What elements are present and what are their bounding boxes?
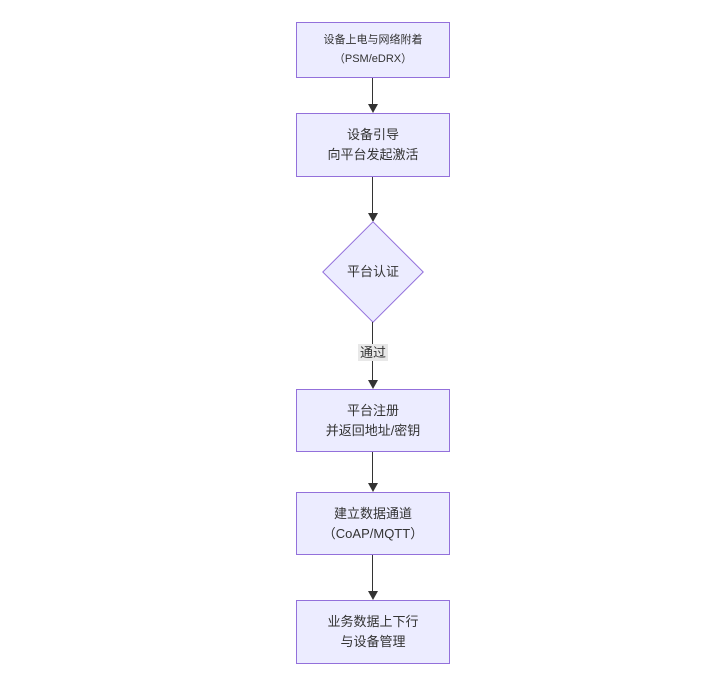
node-text-line: 平台注册 [346,402,399,418]
flow-node-register: 平台注册 并返回地址/密钥 [296,389,450,452]
node-text-line: 建立数据通道 [333,505,412,521]
node-text-line: 向平台发起激活 [327,147,419,162]
edge-label-pass: 通过 [357,344,388,361]
arrowhead-icon [368,483,378,492]
node-text-line: 并返回地址/密钥 [325,422,421,438]
edge-line-2 [372,177,373,214]
node-text-line: （PSM/eDRX） [333,53,413,65]
edge-line-4 [372,452,373,484]
arrowhead-icon [368,380,378,389]
node-text-line: 与设备管理 [340,634,406,649]
node-text-line: 设备上电与网络附着 [323,34,423,46]
arrowhead-icon [368,591,378,600]
node-text-line: （CoAP/MQTT） [322,525,424,541]
flow-node-data-channel: 建立数据通道 （CoAP/MQTT） [296,492,450,555]
node-text-line: 业务数据上下行 [327,614,419,629]
flow-node-bootstrap: 设备引导 向平台发起激活 [296,113,450,177]
edge-line-1 [372,78,373,105]
arrowhead-icon [368,104,378,113]
flow-node-business-data: 业务数据上下行 与设备管理 [296,600,450,664]
flow-node-power-on: 设备上电与网络附着 （PSM/eDRX） [296,22,450,78]
node-text-line: 平台认证 [346,264,399,279]
edge-line-5 [372,555,373,592]
arrowhead-icon [368,213,378,222]
node-text-line: 设备引导 [346,127,399,142]
